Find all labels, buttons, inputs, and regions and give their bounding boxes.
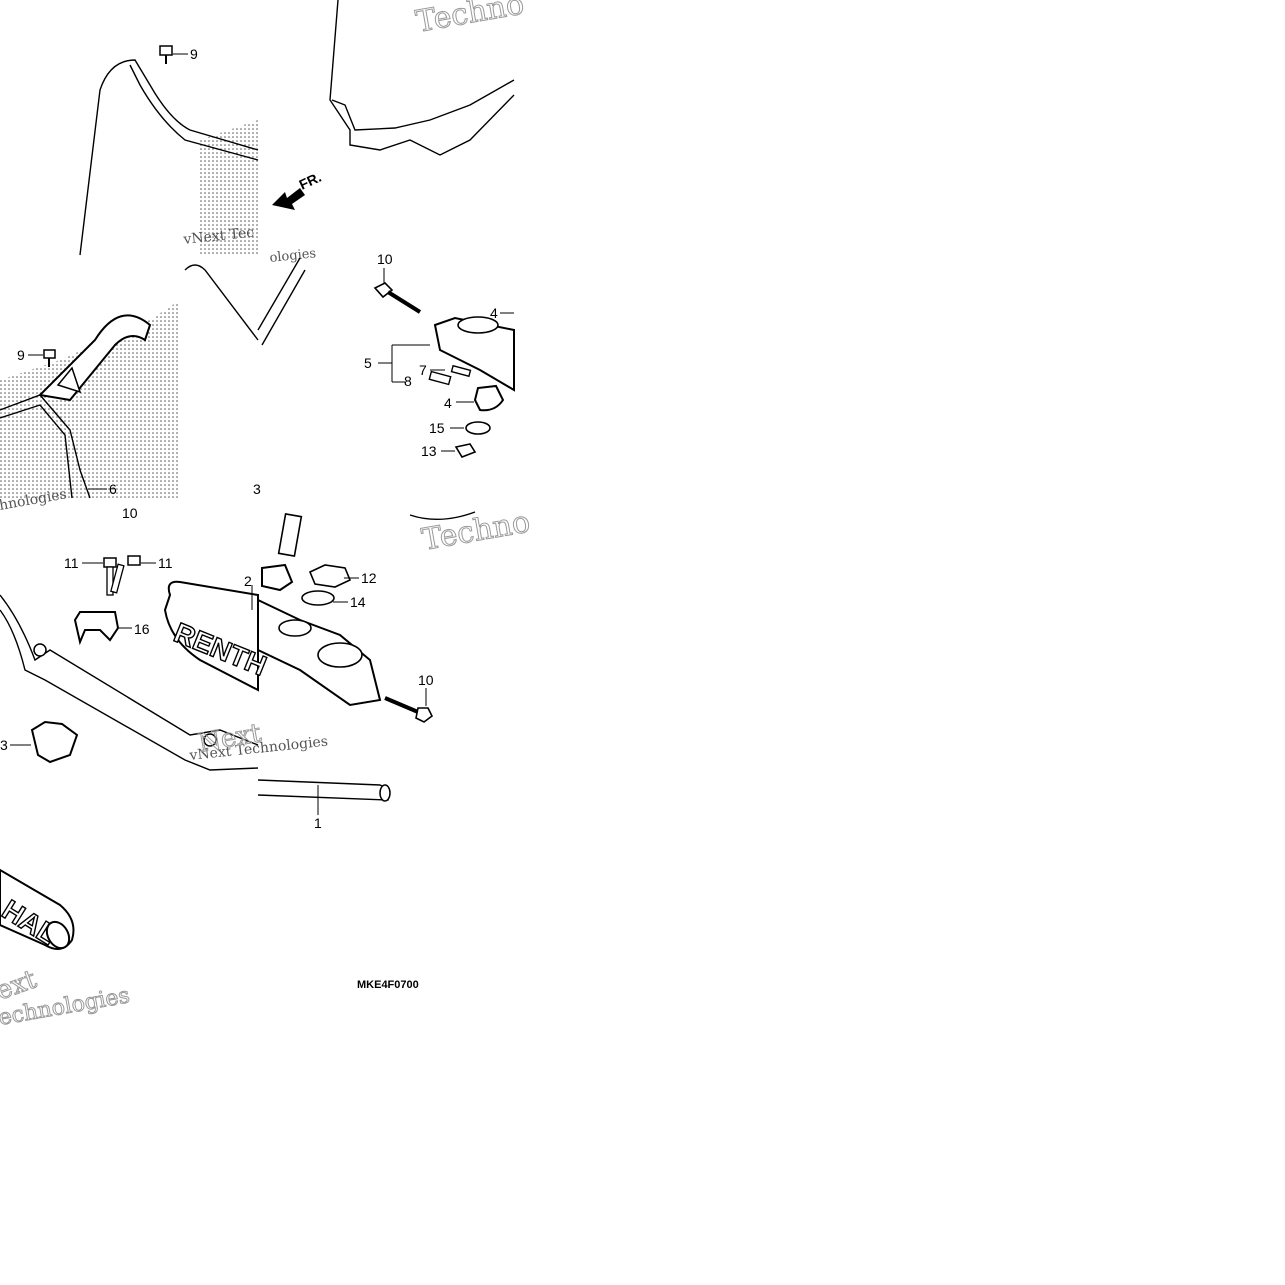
watermark-techno-top: Techno: [413, 0, 526, 40]
bolt-10-upper: [373, 282, 422, 314]
clamp-base-3: [30, 720, 79, 764]
callout-4-top: 4: [490, 305, 498, 321]
callout-7: 7: [419, 362, 427, 378]
diagram-code: MKE4F0700: [357, 979, 419, 991]
bar-pad-grip: RENTH: [163, 580, 271, 692]
bolt-icon: [159, 45, 173, 64]
callout-12: 12: [361, 570, 377, 586]
callout-6: 6: [109, 481, 117, 497]
watermark-techno-mid: Techno: [419, 504, 532, 557]
bolt-11-right: [110, 555, 141, 594]
direction-label: FR.: [297, 169, 324, 193]
handlebar-left: [0, 594, 259, 771]
callout-1: 1: [314, 815, 322, 831]
number-plate-lower: [0, 257, 306, 500]
washer-14: [301, 590, 335, 606]
callout-16: 16: [134, 621, 150, 637]
bolt-icon: [43, 349, 56, 367]
callout-4-lower: 4: [444, 395, 452, 411]
bushing-2: [261, 563, 294, 592]
front-direction-arrow-icon: [272, 188, 305, 210]
clamp-cap-16: [73, 611, 120, 646]
watermark-suffix-1: ologies: [269, 246, 317, 266]
callout-14: 14: [350, 594, 366, 610]
callout-8: 8: [404, 373, 412, 389]
callout-11-right: 11: [158, 555, 173, 571]
bolt-10-lower: [384, 696, 434, 723]
number-plate-top: [79, 59, 259, 256]
washer-15: [465, 421, 491, 435]
lower-triple-clamp: [257, 598, 382, 707]
callout-5: 5: [364, 355, 372, 371]
callout-9-lower: 9: [17, 347, 25, 363]
callout-15: 15: [429, 420, 445, 436]
callout-9-top: 9: [190, 46, 198, 62]
rubber-mount-4: [473, 384, 505, 412]
callout-11-left: 11: [64, 555, 79, 571]
callout-2: 2: [244, 573, 252, 589]
callout-3-cut: 3: [253, 481, 261, 497]
nut-13: [454, 443, 477, 458]
steering-stem: [277, 512, 303, 558]
part-edge: [409, 511, 476, 521]
watermark-vnext-1: vNext Tec: [182, 225, 255, 248]
callout-13: 13: [421, 443, 437, 459]
bar-pad-grip-end: HAL: [0, 868, 75, 951]
callout-10-cut: 10: [122, 505, 138, 521]
callout-10-upper: 10: [377, 251, 393, 267]
plate-7-8: [428, 364, 472, 386]
callout-3-lower: 3: [0, 737, 8, 753]
nut-12: [308, 564, 352, 588]
callout-10-lower: 10: [418, 672, 434, 688]
front-fender: [329, 0, 515, 156]
handlebar-right-end: [257, 779, 391, 802]
upper-triple-clamp: [433, 316, 515, 392]
